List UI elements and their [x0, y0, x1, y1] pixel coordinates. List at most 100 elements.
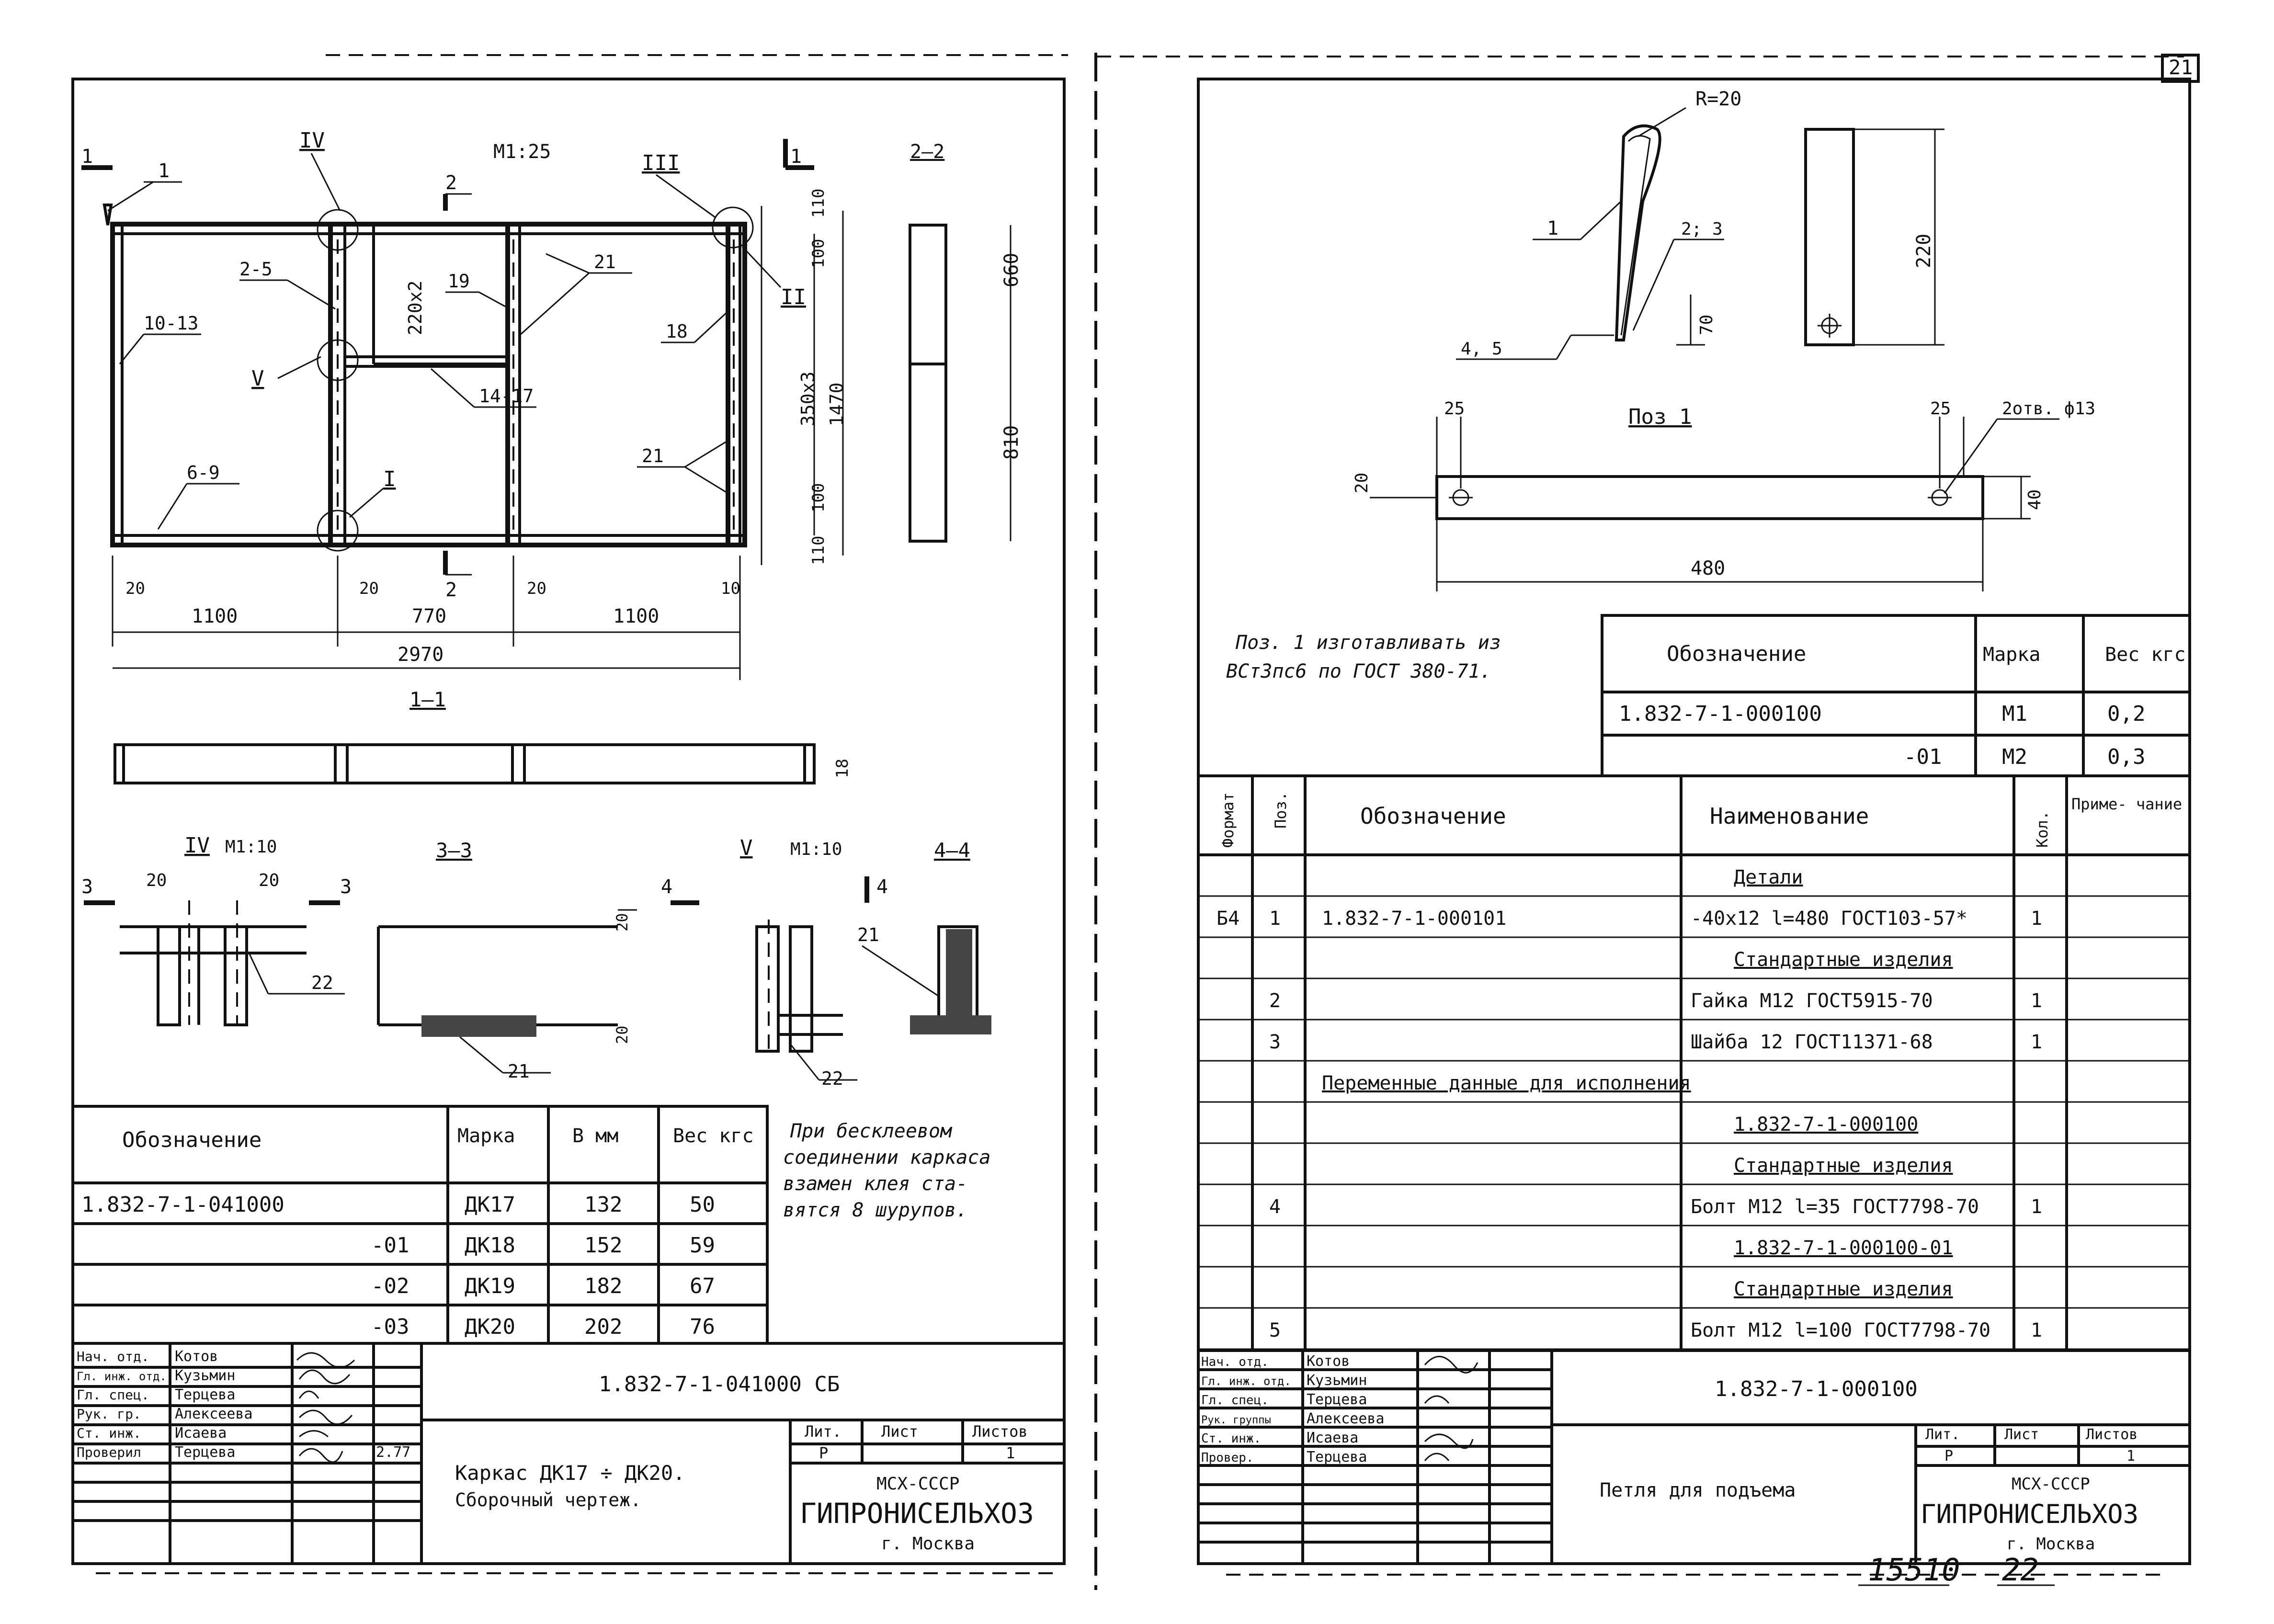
- spec-cell-r4-c4: 1: [2031, 1031, 2042, 1053]
- left-role-2: Гл. инж. отд.: [77, 1370, 167, 1383]
- right-note: Поз. 1 изготавливать из ВСт3пс6 по ГОСТ …: [1226, 632, 1501, 682]
- dim-1100-right: 1100: [613, 605, 659, 627]
- left-r2-weight: 67: [690, 1274, 715, 1298]
- spec-cell-r4-c1: 3: [1269, 1031, 1281, 1053]
- loop-callout-1: 1: [1547, 217, 1558, 239]
- spec-cell-r3-c1: 2: [1269, 990, 1281, 1012]
- roman-III: III: [642, 151, 680, 175]
- left-th-mark: Марка: [457, 1125, 515, 1147]
- left-r2-b: 182: [584, 1274, 622, 1298]
- section-2-top: 2: [445, 172, 457, 194]
- right-lit-value: Р: [1944, 1448, 1953, 1465]
- spec-table: Формат Поз. Обозначение Наименование Кол…: [1197, 774, 2191, 1352]
- spec-cell-r1-c3: -40x12 l=480 ГОСТ103-57*: [1691, 908, 1967, 930]
- left-name-6: Терцева: [175, 1444, 235, 1461]
- left-r1-designation: -01: [371, 1233, 409, 1258]
- callout-2-5: 2-5: [239, 259, 273, 280]
- left-title-line-1: Каркас ДК17 ÷ ДК20.: [455, 1461, 685, 1485]
- dim-20-33b: 20: [613, 1025, 631, 1044]
- spec-cell-r7-c3: Стандартные изделия: [1734, 1155, 1953, 1177]
- left-marks-table: Обозначение Марка В мм Вес кгс 1.832-7-1…: [71, 1105, 769, 1345]
- dim-2970: 2970: [398, 644, 443, 666]
- dim-110-bottom: 110: [809, 536, 828, 565]
- left-col-lit: Лит.: [805, 1422, 841, 1441]
- spec-cell-r11-c4: 1: [2031, 1319, 2042, 1341]
- left-org-name: ГИПРОНИСЕЛЬХОЗ: [800, 1497, 1034, 1530]
- section-1-right: 1: [790, 146, 802, 168]
- left-r1-b: 152: [584, 1233, 622, 1258]
- rmark-r1-mark: М2: [2002, 745, 2027, 769]
- left-r0-mark: ДК17: [465, 1192, 515, 1217]
- section-1-1: 1–1 18: [114, 688, 852, 784]
- right-marks-table: Обозначение Марка Вес кгс 1.832-7-1-0001…: [1601, 614, 2191, 777]
- spec-th-pos: Поз.: [1272, 792, 1290, 829]
- right-col-sheet: Лист: [2004, 1426, 2039, 1443]
- right-role-1: Нач. отд.: [1201, 1355, 1269, 1369]
- dim-20-a: 20: [125, 579, 145, 598]
- section-1-left: 1: [81, 146, 93, 168]
- archive-number: 15510: [1868, 1553, 1960, 1588]
- dim-660: 660: [1001, 253, 1023, 287]
- rmark-r0-designation: 1.832-7-1-000100: [1619, 702, 1822, 726]
- detail-V: V M1:10 4 4 22: [661, 836, 888, 1089]
- spec-th-format: Формат: [1219, 792, 1237, 848]
- dim-18: 18: [833, 759, 852, 778]
- left-doc-code: 1.832-7-1-041000 СБ: [599, 1372, 840, 1397]
- right-name-1: Котов: [1307, 1353, 1350, 1370]
- dim-110-top: 110: [809, 189, 828, 218]
- left-name-5: Исаева: [175, 1425, 227, 1442]
- left-th-weight: Вес кгс: [673, 1125, 754, 1147]
- spec-cell-r1-c4: 1: [2031, 908, 2042, 930]
- left-r0-b: 132: [584, 1192, 622, 1217]
- spec-th-qty: Кол.: [2033, 811, 2051, 848]
- right-sheets-value: 1: [2126, 1448, 2135, 1465]
- spec-cell-r3-c3: Гайка М12 ГОСТ5915-70: [1691, 990, 1933, 1012]
- callout-10-13: 10-13: [144, 313, 198, 334]
- loop-callout-2-3: 2; 3: [1681, 219, 1723, 239]
- callout-22-iv: 22: [311, 972, 333, 993]
- detail-IV-mark: IV: [184, 833, 210, 858]
- left-r3-designation: -03: [371, 1315, 409, 1339]
- radius-label: R=20: [1695, 88, 1741, 110]
- pos1-plan: Поз 1 25 25 2отв. ф13 20 40 480: [1352, 399, 2095, 591]
- callout-18: 18: [666, 321, 688, 342]
- loop-callout-4-5: 4, 5: [1461, 339, 1502, 359]
- callout-19: 19: [448, 271, 470, 292]
- section-2-2-title: 2–2: [910, 141, 944, 163]
- right-role-6: Провер.: [1201, 1451, 1254, 1465]
- left-r3-mark: ДК20: [465, 1315, 515, 1339]
- left-note-line-4: вятся 8 шурупов.: [783, 1199, 967, 1221]
- section-1-1-title: 1–1: [409, 688, 446, 711]
- left-sheet-frame: [71, 78, 1066, 1565]
- spec-cell-r5-c2: Переменные данные для исполнения: [1322, 1072, 1691, 1094]
- dim-20-iv-b: 20: [259, 871, 279, 890]
- pos1-dim-480: 480: [1691, 557, 1725, 579]
- right-col-lit: Лит.: [1925, 1426, 1960, 1443]
- dim-350x3: 350x3: [797, 372, 819, 426]
- left-r1-weight: 59: [690, 1233, 715, 1258]
- spec-cell-r2-c3: Стандартные изделия: [1734, 949, 1953, 971]
- rmark-r1-designation: -01: [1904, 745, 1942, 769]
- dim-10: 10: [721, 579, 740, 598]
- left-sheets-value: 1: [1006, 1444, 1015, 1462]
- dim-20-c: 20: [527, 579, 546, 598]
- right-name-3: Терцева: [1307, 1391, 1367, 1408]
- rmark-th-weight: Вес кгс: [2105, 644, 2186, 666]
- left-r3-b: 202: [584, 1315, 622, 1339]
- spec-cell-r1-c1: 1: [1269, 908, 1281, 930]
- spec-cell-r10-c3: Стандартные изделия: [1734, 1278, 1953, 1300]
- section-3-right: 3: [340, 876, 352, 898]
- left-r2-designation: -02: [371, 1274, 409, 1298]
- left-role-3: Гл. спец.: [77, 1387, 149, 1403]
- rmark-r1-weight: 0,3: [2107, 745, 2145, 769]
- detail-IV-scale: M1:10: [225, 837, 277, 857]
- callout-21a: 21: [594, 251, 616, 273]
- right-col-sheets: Листов: [2086, 1426, 2138, 1443]
- dim-20-b: 20: [359, 579, 379, 598]
- right-doc-code: 1.832-7-1-000100: [1715, 1377, 1918, 1401]
- roman-IV: IV: [299, 128, 325, 153]
- rmark-th-designation: Обозначение: [1667, 642, 1806, 666]
- right-role-2: Гл. инж. отд.: [1201, 1374, 1291, 1388]
- left-city: г. Москва: [881, 1534, 975, 1554]
- dim-100-top: 100: [809, 239, 828, 268]
